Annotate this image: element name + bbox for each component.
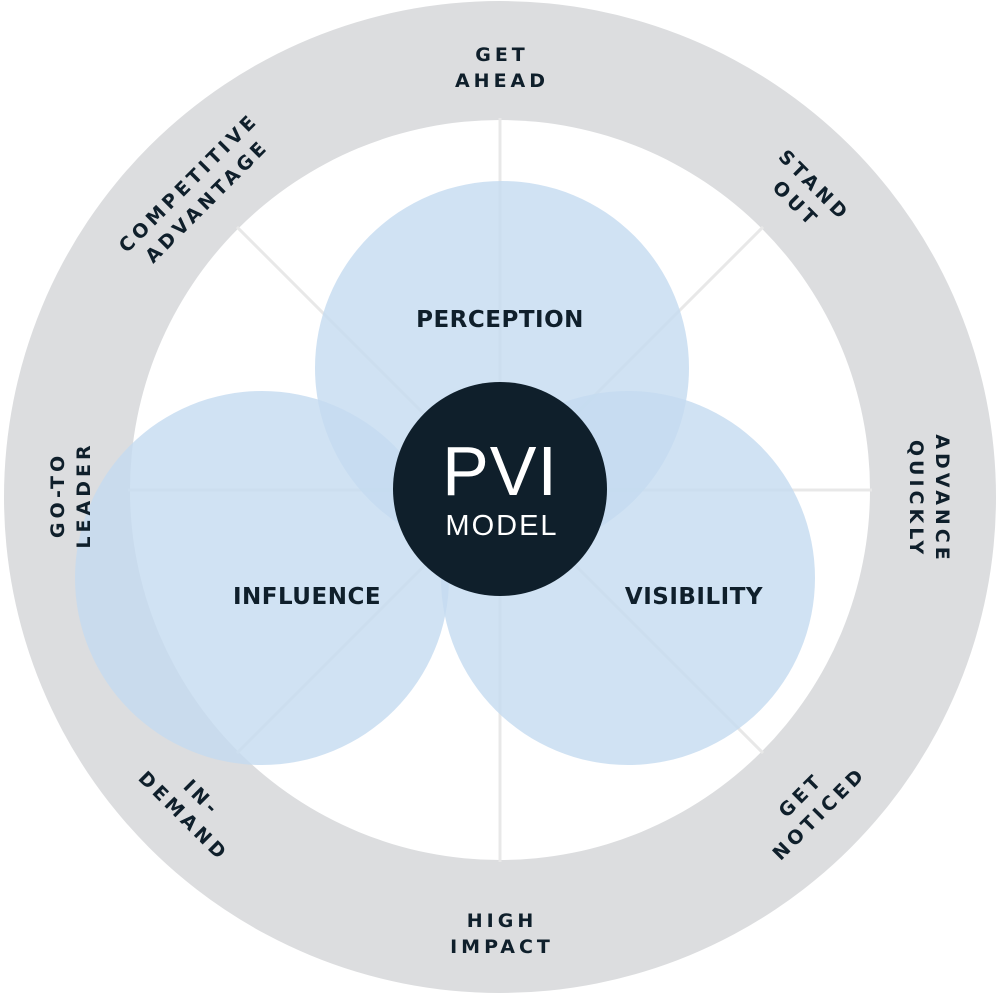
ring-label: GET AHEAD <box>455 44 549 92</box>
ring-label-line: IMPACT <box>450 936 554 958</box>
ring-label: HIGH IMPACT <box>450 910 554 958</box>
center-subtitle: MODEL <box>445 510 558 542</box>
ring-label-line: HIGH <box>467 910 537 932</box>
center-circle <box>393 382 607 596</box>
ring-label-line: QUICKLY <box>905 440 927 558</box>
ring-label-line: ADVANCE <box>931 434 953 563</box>
ring-label-line: GET <box>475 44 529 66</box>
ring-label-line: GO-TO <box>47 452 69 538</box>
ring-label-line: AHEAD <box>455 70 549 92</box>
ring-label-line: LEADER <box>73 441 95 548</box>
visibility-label: VISIBILITY <box>625 584 763 610</box>
perception-label: PERCEPTION <box>416 307 584 333</box>
center-title: PVI <box>442 432 558 510</box>
influence-label: INFLUENCE <box>233 584 381 610</box>
influence-circle <box>75 391 449 765</box>
